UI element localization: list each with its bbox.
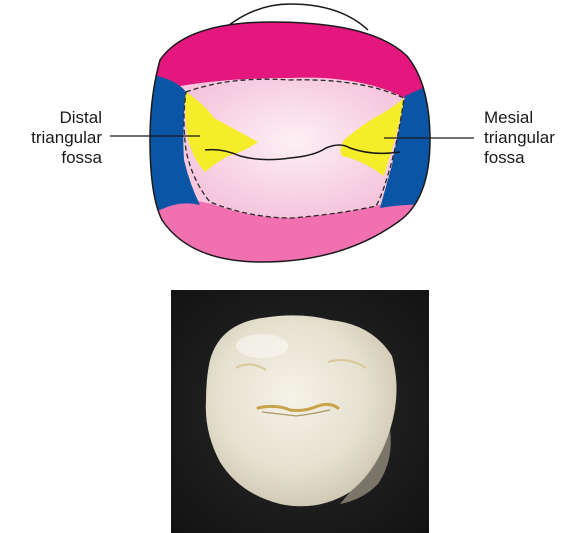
tooth-photo-icon — [206, 315, 397, 506]
distal-label-line-3: fossa — [61, 148, 102, 167]
distal-label-line-2: triangular — [31, 128, 102, 147]
photo-highlight — [236, 334, 288, 358]
distal-label: Distal triangular fossa — [31, 108, 102, 167]
distal-label-line-1: Distal — [59, 108, 102, 127]
mesial-label-line-2: triangular — [484, 128, 555, 147]
tooth-photo — [171, 290, 429, 533]
occlusal-diagram — [110, 4, 474, 270]
mesial-label: Mesial triangular fossa — [484, 108, 555, 167]
mesial-label-line-3: fossa — [484, 148, 525, 167]
mesial-label-line-1: Mesial — [484, 108, 533, 127]
